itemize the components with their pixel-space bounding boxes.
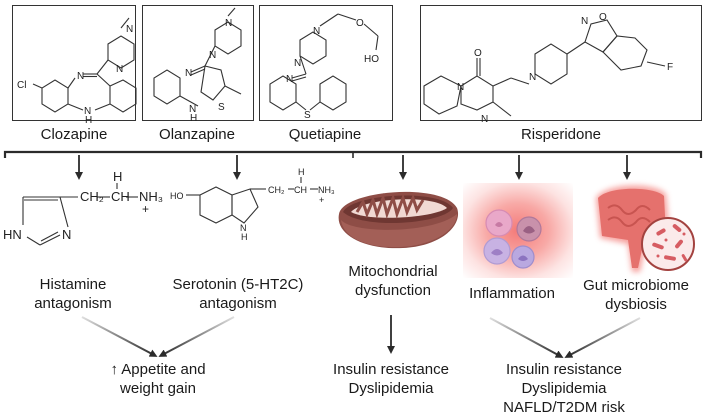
charge-plus: +: [142, 202, 149, 216]
label-line: Histamine: [39, 276, 107, 293]
atom-n: N: [225, 18, 232, 29]
risperidone-structure-box: O N N N N O F: [420, 5, 702, 125]
label-line: weight gain: [120, 380, 196, 397]
label-line: antagonism: [34, 295, 112, 312]
drug-name-clozapine: Clozapine: [40, 126, 108, 143]
atom-h: H: [190, 113, 197, 124]
atom-h: H: [241, 232, 248, 242]
mitochondrion-icon: [338, 191, 459, 249]
label-line: antagonism: [199, 295, 277, 312]
atom-h: H: [298, 167, 305, 177]
label-line: Gut microbiome: [583, 277, 689, 294]
mitochondrial-label: Mitochondrial dysfunction: [348, 262, 437, 300]
atom-n: N: [294, 58, 301, 69]
olanzapine-structure-box: N N N N H S: [142, 5, 254, 124]
immune-cells-icon: [463, 183, 573, 278]
atom-ho: HO: [170, 191, 184, 201]
arrow-serotonin-to-appetite: [158, 316, 235, 357]
atom-o: O: [474, 48, 482, 59]
atom-n: N: [209, 50, 216, 61]
quetiapine-structure-box: N N N S O HO: [259, 5, 393, 121]
atom-n: N: [457, 82, 464, 93]
atom-cl: Cl: [17, 80, 26, 91]
atom-n: N: [529, 72, 536, 83]
atom-n: N: [189, 104, 196, 115]
arrow-inflammation-to-metabolic: [489, 317, 564, 358]
label-line: dysbiosis: [605, 296, 667, 313]
atom-ch: CH: [111, 189, 130, 204]
label-line: dysfunction: [355, 282, 431, 299]
arrow-gut-to-metabolic: [564, 317, 641, 358]
atom-ch: CH: [294, 185, 307, 195]
atom-n: N: [77, 71, 84, 82]
atom-n: N: [126, 24, 133, 35]
drug-name-risperidone: Risperidone: [520, 126, 602, 143]
histamine-label: Histamine antagonism: [34, 275, 112, 313]
intestine-microbiome-icon: [596, 185, 695, 272]
atom-ho: HO: [364, 54, 379, 65]
atom-ch2: CH₂: [80, 189, 104, 204]
metabolic-outcome: Insulin resistance Dyslipidemia NAFLD/T2…: [503, 360, 625, 417]
olanzapine-structure: N N N N H S: [153, 7, 242, 124]
appetite-outcome: ↑ Appetite and weight gain: [110, 360, 205, 398]
atom-n: N: [313, 26, 320, 37]
atom-n: N: [185, 68, 192, 79]
atom-hn: HN: [3, 227, 22, 242]
atom-ch2: CH₂: [268, 185, 285, 195]
atom-nh3: NH₃: [318, 185, 335, 195]
label-line: Mitochondrial: [348, 263, 438, 280]
charge-plus: +: [319, 195, 324, 205]
quetiapine-structure: N N N S O HO: [269, 13, 379, 121]
atom-h: H: [113, 169, 122, 184]
clozapine-structure: N N N Cl N H: [17, 17, 137, 126]
label-line: Dyslipidemia: [348, 380, 434, 397]
label-line: ↑ Appetite and: [110, 361, 206, 378]
drug-name-olanzapine: Olanzapine: [159, 126, 235, 143]
atom-n: N: [286, 74, 293, 85]
clozapine-structure-box: N N N Cl N H: [12, 5, 137, 126]
atom-n: N: [581, 16, 588, 27]
atom-n: N: [481, 114, 488, 125]
label-line: NAFLD/T2DM risk: [503, 399, 625, 416]
label-line: Dyslipidemia: [521, 380, 607, 397]
gut-label: Gut microbiome dysbiosis: [583, 276, 689, 314]
risperidone-structure: O N N N N O F: [423, 12, 673, 125]
atom-s: S: [304, 110, 311, 121]
serotonin-molecule: HO CH₂ CH H NH₃ + N H: [170, 167, 335, 242]
atom-h: H: [85, 115, 92, 126]
mito-outcome: Insulin resistance Dyslipidemia: [333, 360, 449, 398]
atom-n: N: [84, 106, 91, 117]
label-line: Insulin resistance: [333, 361, 449, 378]
atom-s: S: [218, 102, 225, 113]
serotonin-label: Serotonin (5-HT2C) antagonism: [173, 275, 304, 313]
atom-n: N: [62, 227, 71, 242]
atom-o: O: [356, 18, 364, 29]
atom-n: N: [116, 64, 123, 75]
label-line: Inflammation: [469, 285, 555, 302]
histamine-molecule: CH₂ CH H NH₃ + HN N: [3, 169, 163, 246]
label-line: Insulin resistance: [506, 361, 622, 378]
label-line: Serotonin (5-HT2C): [172, 276, 304, 293]
atom-o: O: [599, 12, 607, 23]
atom-n: N: [240, 223, 247, 233]
drug-name-quetiapine: Quetiapine: [288, 126, 362, 143]
inflammation-label: Inflammation: [469, 284, 555, 303]
arrow-histamine-to-appetite: [81, 316, 158, 357]
atom-nh3: NH₃: [139, 189, 163, 204]
atom-f: F: [667, 62, 673, 73]
